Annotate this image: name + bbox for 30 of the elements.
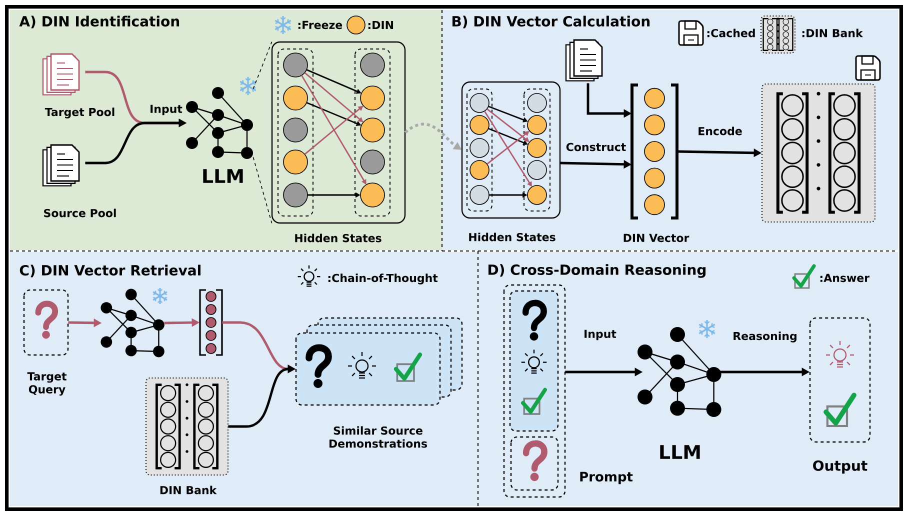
legend-label: :Answer — [820, 274, 870, 282]
edge-label: Reasoning — [732, 330, 798, 344]
node-label: DIN Vector — [624, 234, 690, 242]
node-label: DIN Bank — [160, 486, 217, 494]
node-label: Output — [813, 460, 868, 474]
node-label: Target Pool — [44, 108, 114, 118]
edge-label: Input — [148, 104, 184, 116]
node-label: Target Query — [27, 372, 67, 396]
node-label: LLM — [203, 169, 243, 183]
legend-label: :DIN — [368, 21, 394, 29]
node-label: D) Cross-Domain Reasoning — [488, 264, 706, 278]
node-label: C) DIN Vector Retrieval — [20, 264, 200, 278]
legend-label: :Freeze — [298, 20, 342, 30]
node-label: LLM — [660, 445, 700, 459]
vector-bank-drawing — [762, 55, 881, 222]
node-label: Hidden States — [469, 232, 556, 242]
edge-label: Input — [582, 328, 618, 342]
network-drawing — [100, 288, 164, 358]
legend-label: :Chain-of-Thought — [328, 274, 438, 284]
node-label: Hidden States — [295, 234, 382, 242]
node-label: Source Pool — [44, 208, 116, 218]
document-icon — [565, 39, 603, 82]
node-label: Similar Source Demonstrations — [329, 426, 427, 448]
demonstration-box — [509, 290, 559, 432]
edge-label: Encode — [696, 126, 744, 136]
query-box — [510, 436, 559, 491]
legend-label: :DIN Bank — [802, 28, 864, 38]
vector-drawing — [199, 289, 223, 356]
node-label: Prompt — [580, 472, 633, 484]
legend-label: :Cached — [707, 28, 755, 38]
